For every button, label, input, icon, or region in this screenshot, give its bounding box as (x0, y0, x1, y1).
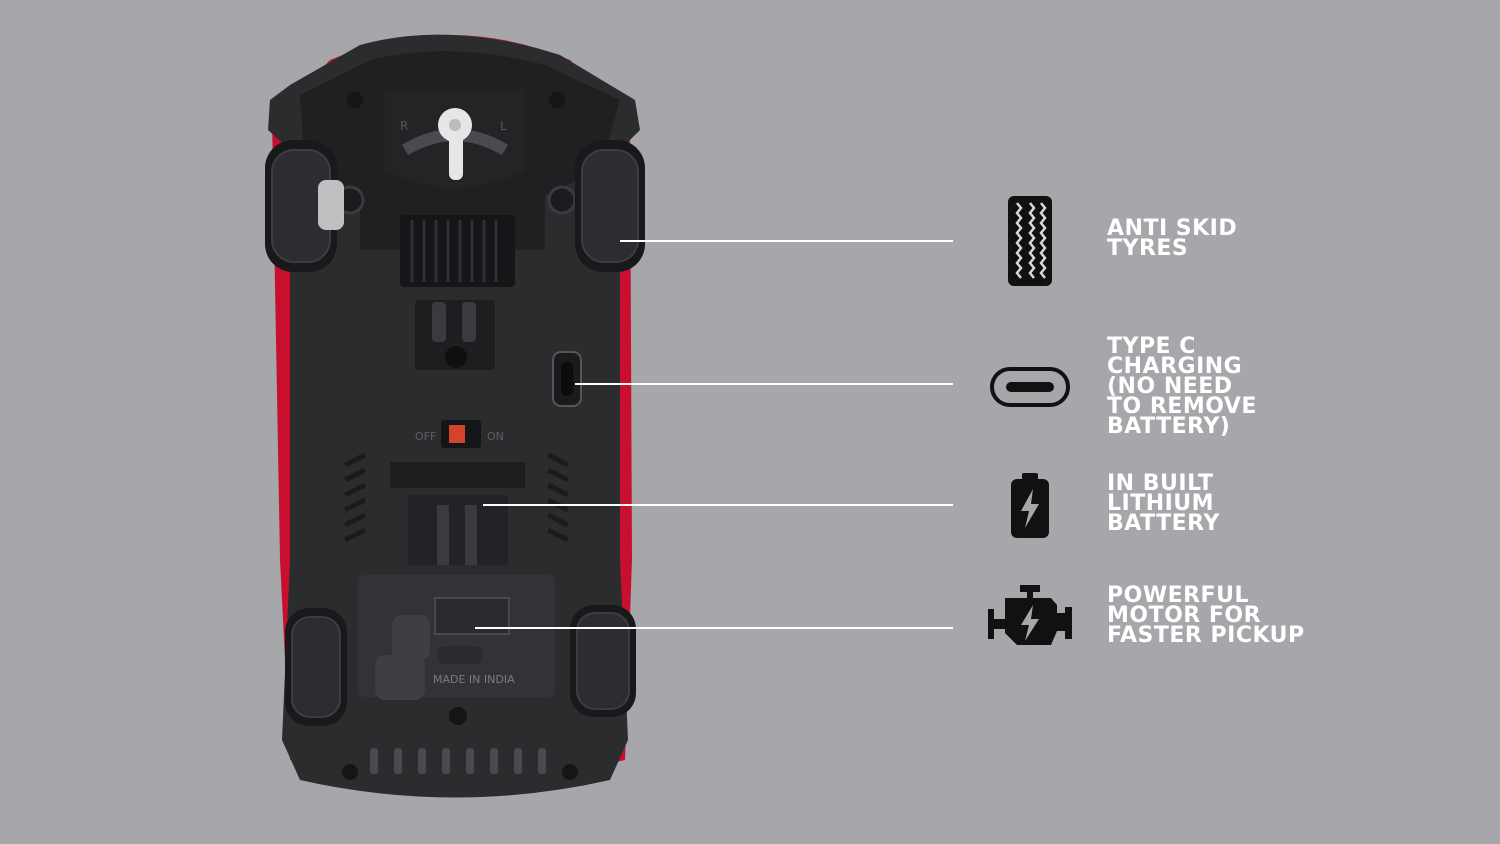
made-in-india-text: MADE IN INDIA (433, 673, 515, 686)
feature-label-line: LITHIUM (1107, 491, 1215, 516)
leader-line-motor (475, 627, 953, 629)
switch-off-label: OFF (415, 430, 436, 443)
front-left-wheel (265, 140, 344, 272)
front-grille (400, 215, 515, 287)
steer-r-mark: R (400, 119, 408, 133)
feature-label-tyres: ANTI SKID TYRES (1107, 216, 1238, 261)
usb-type-c-icon (990, 367, 1070, 407)
feature-label-line: CHARGING (1107, 354, 1243, 379)
rear-diffuser (370, 748, 546, 774)
feature-label-line: FASTER PICKUP (1107, 623, 1305, 648)
feature-label-line: POWERFUL (1107, 583, 1249, 608)
engine-motor-icon (988, 585, 1072, 645)
switch-on-label: ON (487, 430, 504, 443)
leader-line-charging (575, 383, 953, 385)
feature-label-line: TO REMOVE (1107, 394, 1257, 419)
steering-trim-lever (438, 108, 472, 180)
screw-front-right (547, 185, 577, 215)
feature-label-line: ANTI SKID (1107, 216, 1238, 241)
power-switch (441, 420, 481, 448)
tyre-tread-icon (1008, 196, 1052, 286)
feature-label-line: IN BUILT (1107, 471, 1214, 496)
feature-label-battery: IN BUILT LITHIUM BATTERY (1107, 471, 1220, 536)
battery-charge-icon (1011, 473, 1049, 538)
feature-label-line: BATTERY) (1107, 414, 1231, 439)
usb-c-port (552, 351, 582, 407)
feature-label-motor: POWERFUL MOTOR FOR FASTER PICKUP (1107, 583, 1305, 648)
feature-label-charging: TYPE C CHARGING (NO NEED TO REMOVE BATTE… (1107, 334, 1257, 439)
front-right-wheel (575, 140, 645, 272)
leader-line-battery (483, 504, 953, 506)
feature-label-line: TYRES (1107, 236, 1189, 261)
feature-label-line: BATTERY (1107, 511, 1220, 536)
rear-left-wheel (285, 608, 347, 726)
hole-right (549, 92, 565, 108)
hole-left (347, 92, 363, 108)
leader-line-tyres (620, 240, 953, 242)
rear-plate (358, 575, 555, 725)
battery-compartment (390, 462, 525, 565)
feature-label-line: (NO NEED (1107, 374, 1233, 399)
rear-right-wheel (570, 605, 636, 717)
feature-label-line: MOTOR FOR (1107, 603, 1262, 628)
feature-label-line: TYPE C (1107, 334, 1196, 359)
steer-l-mark: L (500, 119, 507, 133)
motor-gear-housing (415, 300, 495, 370)
